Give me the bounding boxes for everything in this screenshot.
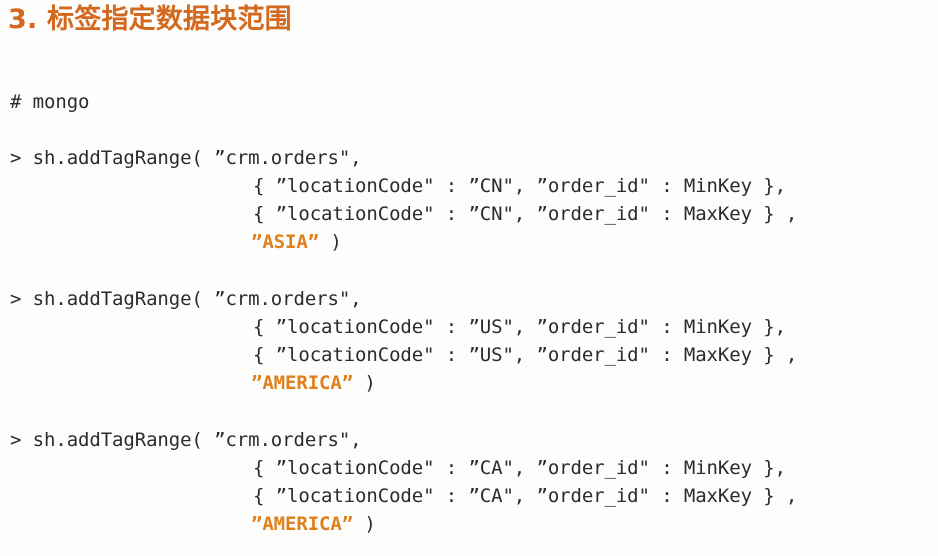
command-arg-max-line: { ”locationCode" : ”CA", ”order_id" : Ma… [253,485,798,507]
code-comment-line: # mongo [10,91,90,113]
tag-name: AMERICA [262,513,342,535]
command-tag-line: ”AMERICA” ) [0,369,938,397]
tag-name: AMERICA [262,372,342,394]
command-call-line: > sh.addTagRange( ”crm.orders", [10,429,362,451]
command-tag-line: ”ASIA” ) [0,228,938,256]
command-call-line: > sh.addTagRange( ”crm.orders", [10,288,362,310]
tag-close-quote: ” [341,513,354,535]
tag-name: ASIA [262,231,308,253]
command-block-2: > sh.addTagRange( ”crm.orders", { ”locat… [0,285,938,397]
spacer [0,116,938,144]
command-call-line: > sh.addTagRange( ”crm.orders", [10,147,362,169]
command-arg-min-line: { ”locationCode" : ”CA", ”order_id" : Mi… [253,457,786,479]
command-arg-max-line: { ”locationCode" : ”CN", ”order_id" : Ma… [253,203,798,225]
command-arg-min-line: { ”locationCode" : ”US", ”order_id" : Mi… [253,316,786,338]
tag-close-quote: ” [341,372,354,394]
tag-suffix: ) [319,231,342,253]
tag-open-quote: ” [251,372,263,394]
tag-open-quote: ” [251,231,263,253]
command-block-1: > sh.addTagRange( ”crm.orders", { ”locat… [0,144,938,256]
tag-suffix: ) [353,372,376,394]
tag-close-quote: ” [307,231,320,253]
tag-suffix: ) [353,513,376,535]
page-title: 3. 标签指定数据块范围 [8,4,292,35]
tag-open-quote: ” [251,513,263,535]
command-block-3: > sh.addTagRange( ”crm.orders", { ”locat… [0,426,938,538]
command-arg-max-line: { ”locationCode" : ”US", ”order_id" : Ma… [253,344,798,366]
command-tag-line: ”AMERICA” ) [0,510,938,538]
command-arg-min-line: { ”locationCode" : ”CN", ”order_id" : Mi… [253,175,786,197]
code-block: # mongo > sh.addTagRange( ”crm.orders", … [0,88,938,538]
spacer [0,397,938,426]
spacer [0,256,938,285]
